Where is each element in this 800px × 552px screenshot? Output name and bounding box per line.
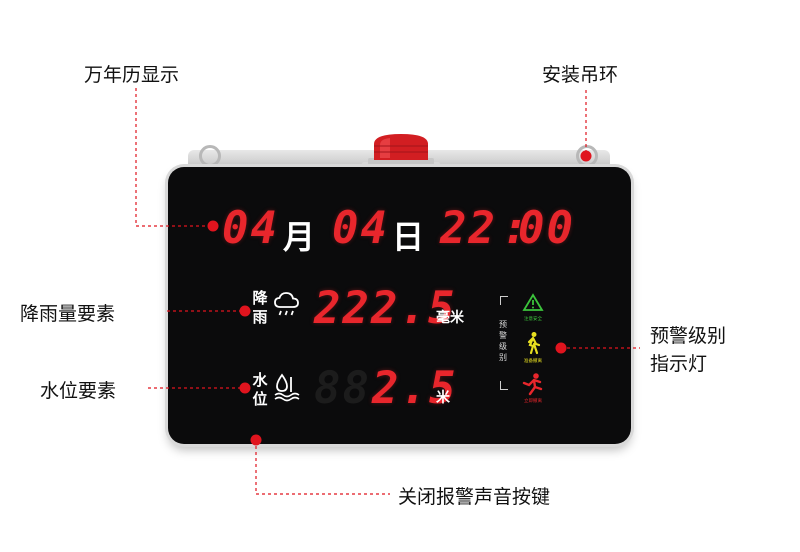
water-ghost-digits: 88 (314, 363, 371, 414)
time-hour: 22 (440, 203, 497, 254)
walking-person-icon (527, 332, 541, 355)
rain-cloud-icon (274, 292, 299, 316)
time-separator: : (502, 203, 529, 254)
warning-level-1-label: 注意安全 (524, 317, 542, 322)
hanging-ring-right (576, 145, 598, 167)
warning-level-2-label: 准备撤离 (524, 359, 542, 364)
mute-button-callout: 关闭报警声音按键 (398, 486, 551, 508)
water-level-marker (239, 382, 251, 394)
warning-level-marker (555, 342, 567, 354)
bracket-top (500, 296, 508, 305)
bracket-bottom (500, 381, 508, 390)
day-label: 日 (392, 218, 425, 256)
hanging-ring-marker (580, 150, 592, 162)
water-label: 水 位 (252, 371, 268, 408)
month-value: 04 (222, 203, 279, 254)
water-level-callout: 水位要素 (40, 380, 117, 402)
rain-label: 降 雨 (252, 289, 268, 326)
rainfall-callout: 降雨量要素 (20, 303, 116, 325)
water-drop-icon (274, 373, 300, 402)
mute-button-marker[interactable] (250, 434, 262, 446)
running-person-icon (522, 373, 543, 396)
warning-level-callout: 预警级别 指示灯 (650, 325, 727, 375)
rainfall-value: 222.5 (314, 283, 457, 334)
rainfall-marker (239, 305, 251, 317)
month-label: 月 (283, 218, 316, 256)
calendar-marker (207, 220, 219, 232)
warning-vertical-title: 预 警 级 别 (499, 320, 507, 362)
warning-level-3-label: 立即撤离 (524, 399, 542, 404)
warning-triangle-icon (522, 293, 544, 311)
day-value: 04 (332, 203, 389, 254)
water-level-unit: 米 (436, 390, 450, 406)
hanging-ring-callout: 安装吊环 (542, 64, 619, 86)
rainfall-unit: 毫米 (436, 310, 464, 326)
calendar-callout: 万年历显示 (84, 64, 180, 86)
water-level-value: 2.5 (372, 363, 458, 414)
hanging-ring-left (199, 145, 221, 167)
time-minute: 00 (518, 203, 575, 254)
